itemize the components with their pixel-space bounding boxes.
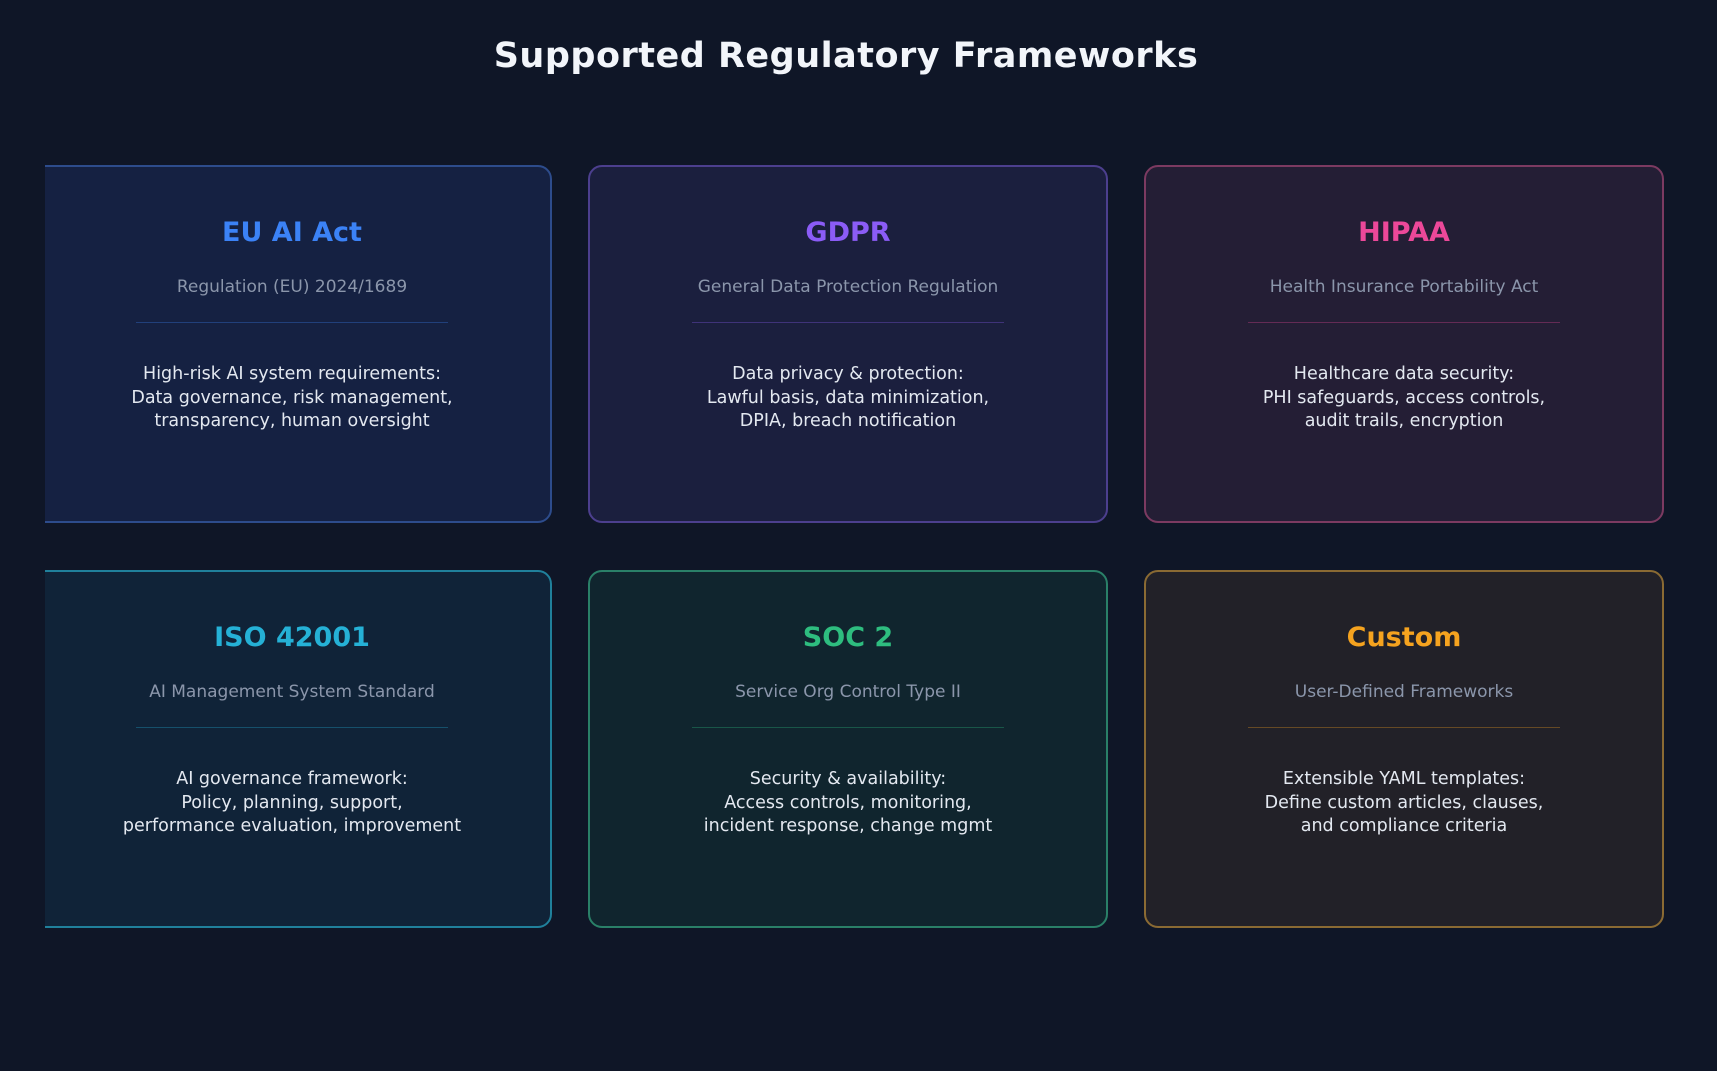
description-line: High-risk AI system requirements:: [143, 364, 441, 384]
description-line: Data privacy & protection:: [732, 364, 964, 384]
card-description: AI governance framework: Policy, plannin…: [72, 768, 512, 839]
card-soc-2: SOC 2 Service Org Control Type II Securi…: [588, 570, 1108, 928]
card-subtitle: User-Defined Frameworks: [1294, 682, 1514, 702]
card-title: Custom: [1346, 622, 1462, 653]
description-line: and compliance criteria: [1300, 816, 1508, 836]
description-line: Healthcare data security:: [1293, 364, 1515, 384]
card-subtitle: AI Management System Standard: [149, 682, 435, 702]
description-line: Policy, planning, support,: [181, 792, 403, 813]
card-custom: Custom User-Defined Frameworks Extensibl…: [1144, 570, 1664, 928]
description-line: Lawful basis, data minimization,: [706, 387, 990, 408]
card-divider: [135, 322, 449, 323]
card-title: ISO 42001: [214, 622, 370, 653]
description-line: DPIA, breach notification: [739, 411, 957, 431]
card-title: SOC 2: [802, 622, 894, 653]
description-line: performance evaluation, improvement: [122, 816, 462, 836]
page-title: Supported Regulatory Frameworks: [493, 36, 1199, 76]
card-divider: [691, 727, 1005, 728]
card-description: High-risk AI system requirements: Data g…: [72, 363, 512, 434]
card-gdpr: GDPR General Data Protection Regulation …: [588, 165, 1108, 523]
description-line: Define custom articles, clauses,: [1264, 792, 1544, 813]
description-line: Data governance, risk management,: [131, 387, 453, 408]
card-description: Extensible YAML templates: Define custom…: [1184, 768, 1624, 839]
card-divider: [1247, 727, 1561, 728]
card-subtitle: Health Insurance Portability Act: [1269, 277, 1539, 297]
description-line: Extensible YAML templates:: [1282, 769, 1526, 789]
description-line: incident response, change mgmt: [703, 816, 993, 836]
card-title: HIPAA: [1358, 217, 1450, 248]
card-subtitle: Regulation (EU) 2024/1689: [176, 277, 408, 297]
description-line: PHI safeguards, access controls,: [1262, 387, 1546, 408]
card-divider: [1247, 322, 1561, 323]
description-line: transparency, human oversight: [154, 411, 430, 431]
description-line: AI governance framework:: [176, 769, 408, 789]
card-description: Data privacy & protection: Lawful basis,…: [628, 363, 1068, 434]
card-divider: [135, 727, 449, 728]
card-hipaa: HIPAA Health Insurance Portability Act H…: [1144, 165, 1664, 523]
card-description: Security & availability: Access controls…: [628, 768, 1068, 839]
cards-grid: EU AI Act Regulation (EU) 2024/1689 High…: [45, 165, 1668, 928]
card-subtitle: Service Org Control Type II: [735, 682, 961, 702]
description-line: Security & availability:: [749, 769, 947, 789]
description-line: Access controls, monitoring,: [724, 792, 972, 813]
card-divider: [691, 322, 1005, 323]
card-title: GDPR: [805, 217, 891, 248]
card-description: Healthcare data security: PHI safeguards…: [1184, 363, 1624, 434]
cards-viewport: EU AI Act Regulation (EU) 2024/1689 High…: [45, 165, 1668, 929]
card-subtitle: General Data Protection Regulation: [697, 277, 999, 297]
card-iso-42001: ISO 42001 AI Management System Standard …: [45, 570, 552, 928]
description-line: audit trails, encryption: [1304, 411, 1504, 431]
card-eu-ai-act: EU AI Act Regulation (EU) 2024/1689 High…: [45, 165, 552, 523]
card-title: EU AI Act: [222, 217, 362, 248]
